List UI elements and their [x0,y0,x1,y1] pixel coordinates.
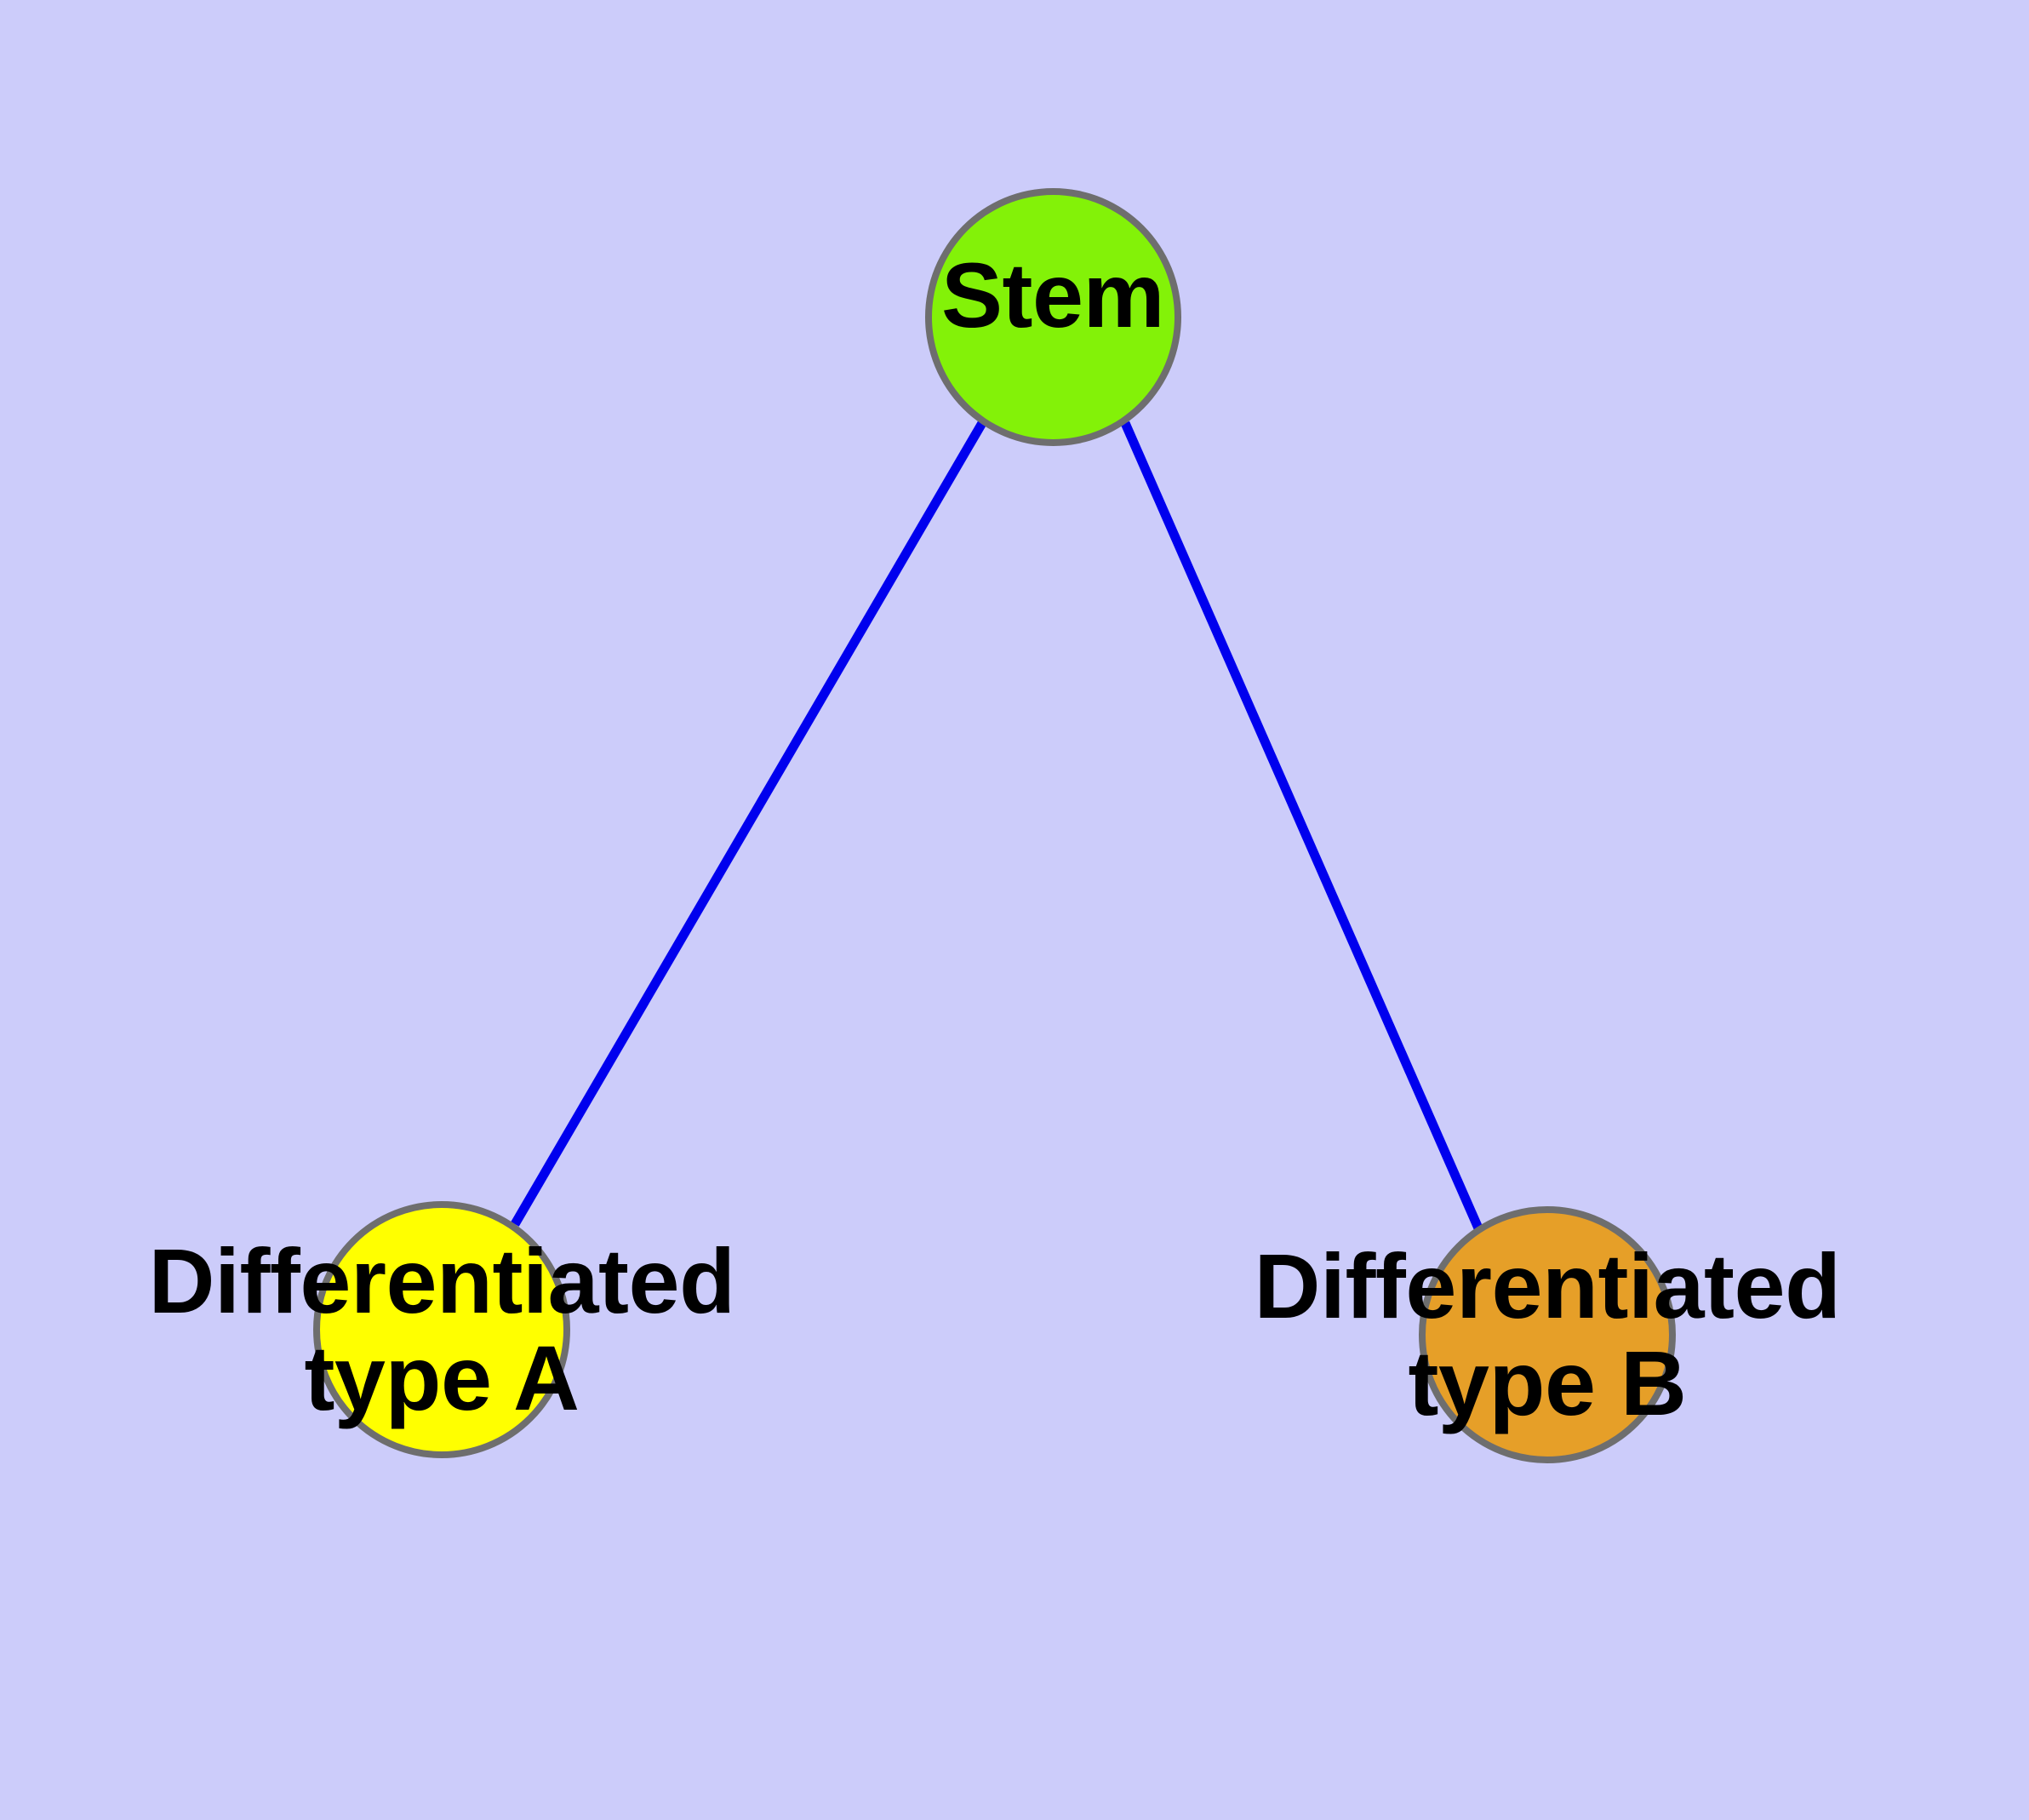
edge-stem-to-type-b[interactable] [1120,421,1484,1233]
node-differentiated-type-b[interactable] [1419,1206,1676,1463]
node-differentiated-type-a[interactable] [313,1201,570,1458]
node-stem[interactable] [925,188,1181,446]
edge-stem-to-type-a[interactable] [511,421,986,1227]
